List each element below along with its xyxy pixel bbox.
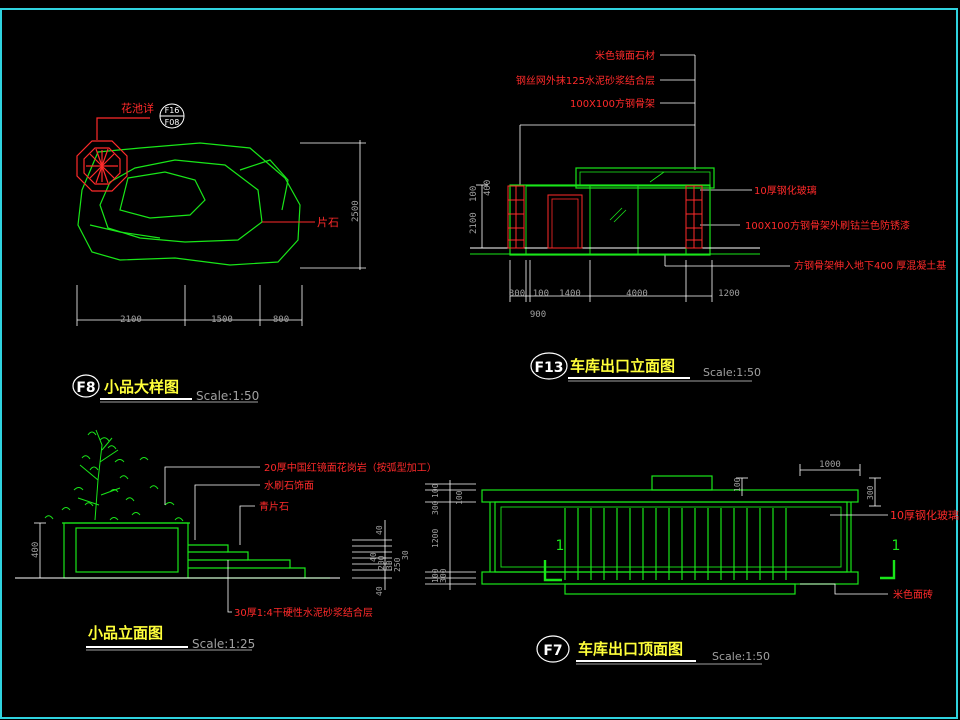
elev-dims xyxy=(34,520,392,590)
f8-scale: Scale:1:50 xyxy=(196,389,259,403)
f13-dim-bottom-1: 300 xyxy=(509,289,525,299)
f13-dimension-lines xyxy=(476,184,713,302)
f8-dim-bottom-2: 1500 xyxy=(211,315,233,325)
f13-dim-bottom-3: 1400 xyxy=(559,289,581,299)
f13-badge: F13 xyxy=(534,360,563,376)
elev-dim-right-1: 40 xyxy=(375,525,384,535)
f7-dim-left-6: 300 xyxy=(439,568,448,583)
f13-note-right-2: 100X100方钢骨架外刷钴兰色防锈漆 xyxy=(745,219,910,232)
f13-note-left-1: 米色镜面石材 xyxy=(595,49,655,62)
elev-dim-right-5: 250 xyxy=(393,557,402,572)
f7-note-2: 米色面砖 xyxy=(893,588,933,601)
elev-title-block: 小品立面图 Scale:1:25 xyxy=(86,624,255,651)
f13-dim-bottom-4: 4000 xyxy=(626,289,648,299)
f7-dims xyxy=(425,464,888,595)
f8-dim-bottom-1: 2100 xyxy=(120,315,142,325)
f7-badge: F7 xyxy=(543,643,562,659)
f7-scale: Scale:1:50 xyxy=(712,650,770,663)
f7-dim-left-1: 100 xyxy=(431,483,440,498)
f7-note-1: 10厚钢化玻璃 xyxy=(890,508,959,522)
elev-leaders xyxy=(164,466,260,613)
f7-dim-right: 300 xyxy=(866,485,875,500)
elev-structure xyxy=(15,522,340,579)
elev-note-4: 30厚1:4干硬性水泥砂浆结合层 xyxy=(234,606,373,619)
f13-title: 车库出口立面图 xyxy=(570,357,675,375)
elev-note-2: 水刷石饰面 xyxy=(264,479,314,492)
f8-detail-bubble xyxy=(159,103,185,129)
f13-dim-below: 900 xyxy=(530,310,546,320)
f8-plan-view xyxy=(77,142,301,266)
elev-tree xyxy=(44,429,184,522)
elev-note-1: 20厚中国红镜面花岗岩（按弧型加工） xyxy=(264,461,437,474)
f7-title-block: F7 车库出口顶面图 Scale:1:50 xyxy=(536,635,770,665)
f7-dim-left-3: 100 xyxy=(455,490,464,505)
f8-dimension-lines xyxy=(76,140,366,326)
f8-detail-ref-top: F16 xyxy=(165,106,180,115)
f13-dim-left-1: 2100 xyxy=(469,212,479,234)
f13-dim-left-2: 100 xyxy=(469,186,479,202)
elev-dim-right-2: 40 xyxy=(369,552,378,562)
elev-title: 小品立面图 xyxy=(88,624,163,642)
f13-dim-bottom-2: 100 xyxy=(533,289,549,299)
f8-title-block: F8 小品大样图 Scale:1:50 xyxy=(72,374,259,403)
f7-dim-left-5: 100 xyxy=(431,568,440,583)
elev-scale: Scale:1:25 xyxy=(192,637,255,651)
f7-dim-left-2: 300 xyxy=(431,500,440,515)
elev-dim-right-4: 30 xyxy=(385,560,394,570)
f7-section-mark-left: 1 xyxy=(556,538,565,554)
elev-note-3: 青片石 xyxy=(259,500,289,513)
f13-title-block: F13 车库出口立面图 Scale:1:50 xyxy=(530,352,761,382)
f13-note-right-3: 方钢骨架伸入地下400 厚混凝土基 xyxy=(794,259,946,272)
f7-dim-small: 100 xyxy=(733,477,742,492)
f13-note-left-3: 100X100方钢骨架 xyxy=(570,97,655,110)
f7-dim-top: 1000 xyxy=(819,460,841,470)
elev-dim-left: 400 xyxy=(31,542,41,558)
f13-note-right-1: 10厚钢化玻璃 xyxy=(754,184,817,197)
f13-dim-bottom-5: 1200 xyxy=(718,289,740,299)
f8-dim-bottom-3: 800 xyxy=(273,315,289,325)
f8-title: 小品大样图 xyxy=(104,378,179,396)
f7-top-view xyxy=(481,475,896,595)
elev-dim-right-3: 200 xyxy=(377,555,386,570)
f7-title: 车库出口顶面图 xyxy=(578,640,683,658)
f13-elevation-body xyxy=(470,167,760,256)
f8-detail-label: 花池详 xyxy=(121,101,154,115)
drawing-frame xyxy=(0,8,958,719)
elev-dim-right-6: 30 xyxy=(401,550,410,560)
f8-badge: F8 xyxy=(76,380,95,396)
f7-dim-left-4: 1200 xyxy=(431,529,440,548)
f8-planter-octagon xyxy=(76,117,150,192)
f8-stone-label: 片石 xyxy=(317,216,339,229)
f7-section-mark-right: 1 xyxy=(892,538,901,554)
f8-dim-height: 2500 xyxy=(351,200,361,222)
elev-dim-right-7: 40 xyxy=(375,586,384,596)
f8-detail-ref-bottom: F08 xyxy=(165,118,180,127)
f13-leader-lines xyxy=(519,54,790,267)
f13-dim-left-3: 400 xyxy=(483,180,493,196)
f13-scale: Scale:1:50 xyxy=(703,366,761,379)
f13-note-left-2: 钢丝网外抹125水泥砂浆结合层 xyxy=(516,74,655,87)
